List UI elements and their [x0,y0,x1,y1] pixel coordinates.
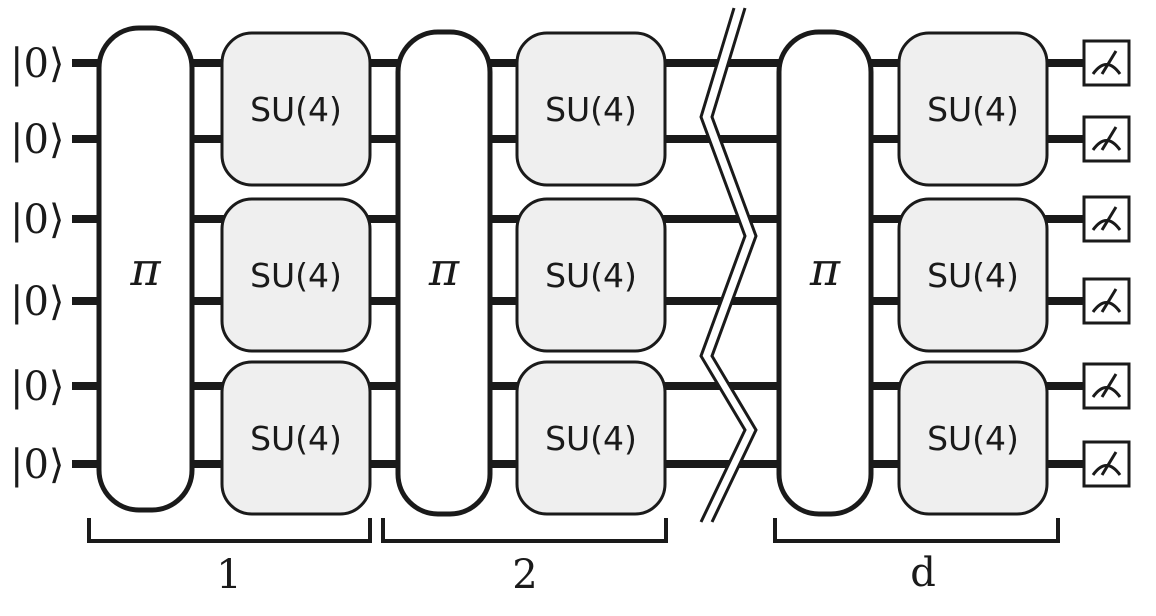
su4-gate-label: SU(4) [250,256,342,295]
su4-gate [220,31,372,187]
permutation-label: π [129,242,161,296]
su4-gate [897,31,1049,187]
meter-icon [1082,115,1131,163]
layer-label: 2 [512,552,537,598]
layer-1: π SU(4) SU(4) SU(4) 1 [87,25,372,598]
su4-gate [897,197,1049,353]
su4-gate [220,197,372,353]
layer-bracket [773,518,1060,543]
qubit-state-label: |0⟩ [10,364,65,410]
su4-gate [897,360,1049,516]
qubit-state-label: |0⟩ [10,41,65,87]
qubit-state-label: |0⟩ [10,279,65,325]
su4-gate [515,197,667,353]
meter-icon [1082,195,1131,243]
meter-icon [1082,362,1131,410]
measurements [1082,39,1131,488]
meter-icon [1082,277,1131,325]
layer-2: π SU(4) SU(4) SU(4) 2 [381,29,668,598]
su4-gate-label: SU(4) [927,419,1019,458]
meter-icon [1082,39,1131,87]
layer-d: π SU(4) SU(4) SU(4) d [773,29,1060,596]
layer-label: d [910,550,936,596]
layer-label: 1 [216,552,241,598]
permutation-label: π [809,242,841,296]
wire-break-icon [699,7,758,523]
qubit-state-label: |0⟩ [10,117,65,163]
permutation-block [96,25,195,513]
qubit-state-label: |0⟩ [10,197,65,243]
meter-icon [1082,440,1131,488]
su4-gate-label: SU(4) [927,90,1019,129]
su4-gate-label: SU(4) [545,419,637,458]
su4-gate-label: SU(4) [545,256,637,295]
su4-gate [220,360,372,516]
qubit-state-label: |0⟩ [10,442,65,488]
input-states: |0⟩ |0⟩ |0⟩ |0⟩ |0⟩ |0⟩ [10,41,65,488]
su4-gate-label: SU(4) [250,419,342,458]
su4-gate-label: SU(4) [250,90,342,129]
su4-gate-label: SU(4) [927,256,1019,295]
permutation-block [395,29,493,517]
su4-gate-label: SU(4) [545,90,637,129]
layer-bracket [381,518,668,543]
layer-bracket [87,518,372,543]
permutation-label: π [428,242,460,296]
su4-gate [515,360,667,516]
permutation-block [776,29,874,517]
su4-gate [515,31,667,187]
